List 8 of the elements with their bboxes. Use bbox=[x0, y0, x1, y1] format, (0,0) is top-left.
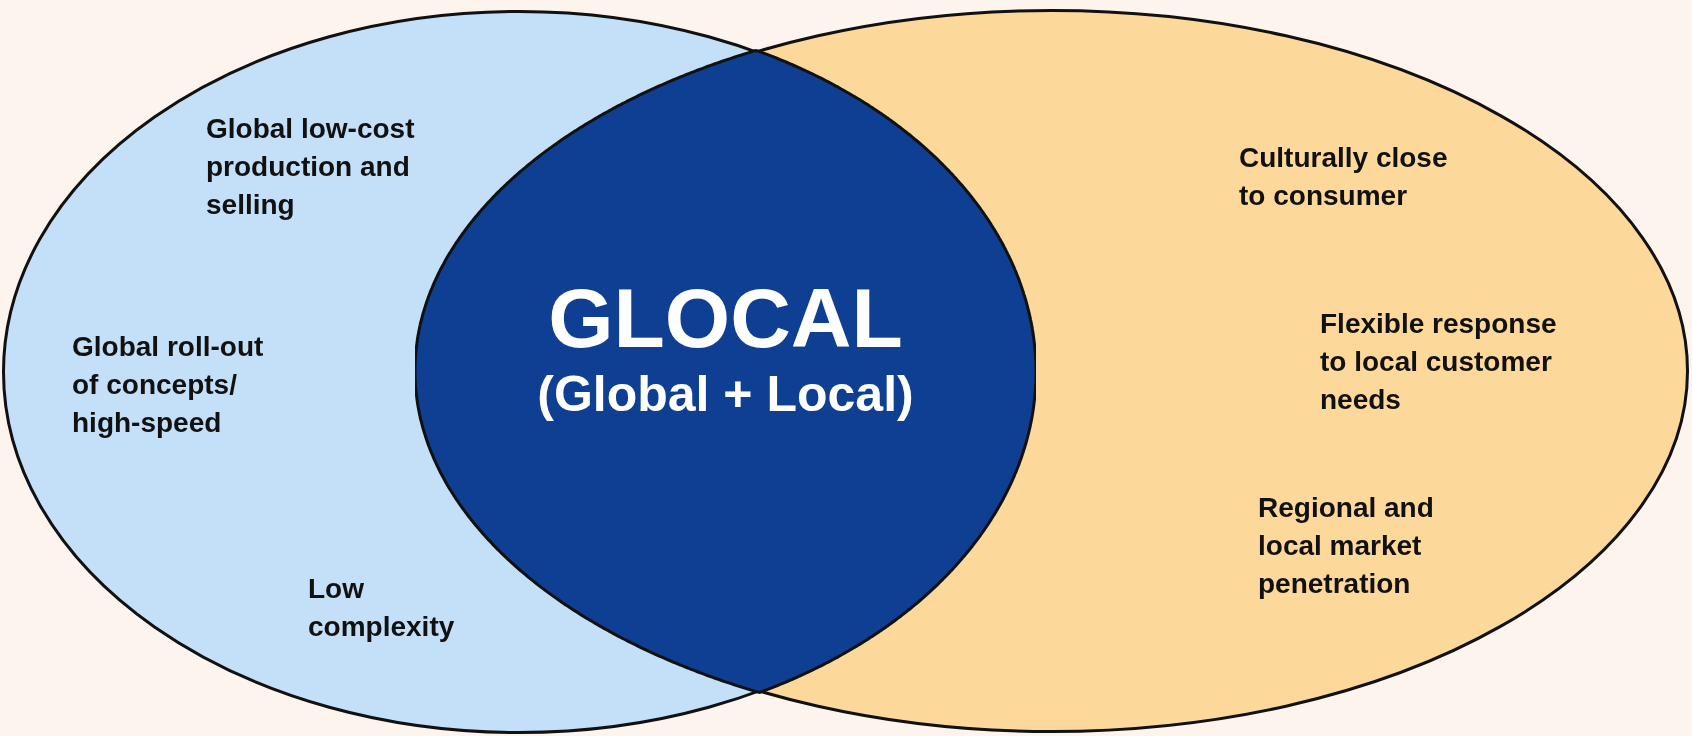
center-title: GLOCAL bbox=[548, 272, 903, 364]
trait-text: Regional and local market penetration bbox=[1258, 491, 1435, 601]
trait-text: Global low-cost production and selling bbox=[206, 112, 416, 222]
trait-text: Global roll-out of concepts/ high-speed bbox=[72, 330, 265, 440]
trait-text: Culturally close to consumer bbox=[1239, 141, 1449, 213]
center-subtitle: (Global + Local) bbox=[537, 365, 914, 424]
trait-text: Flexible response to local customer needs bbox=[1320, 307, 1558, 417]
trait-text: Low complexity bbox=[308, 572, 456, 644]
